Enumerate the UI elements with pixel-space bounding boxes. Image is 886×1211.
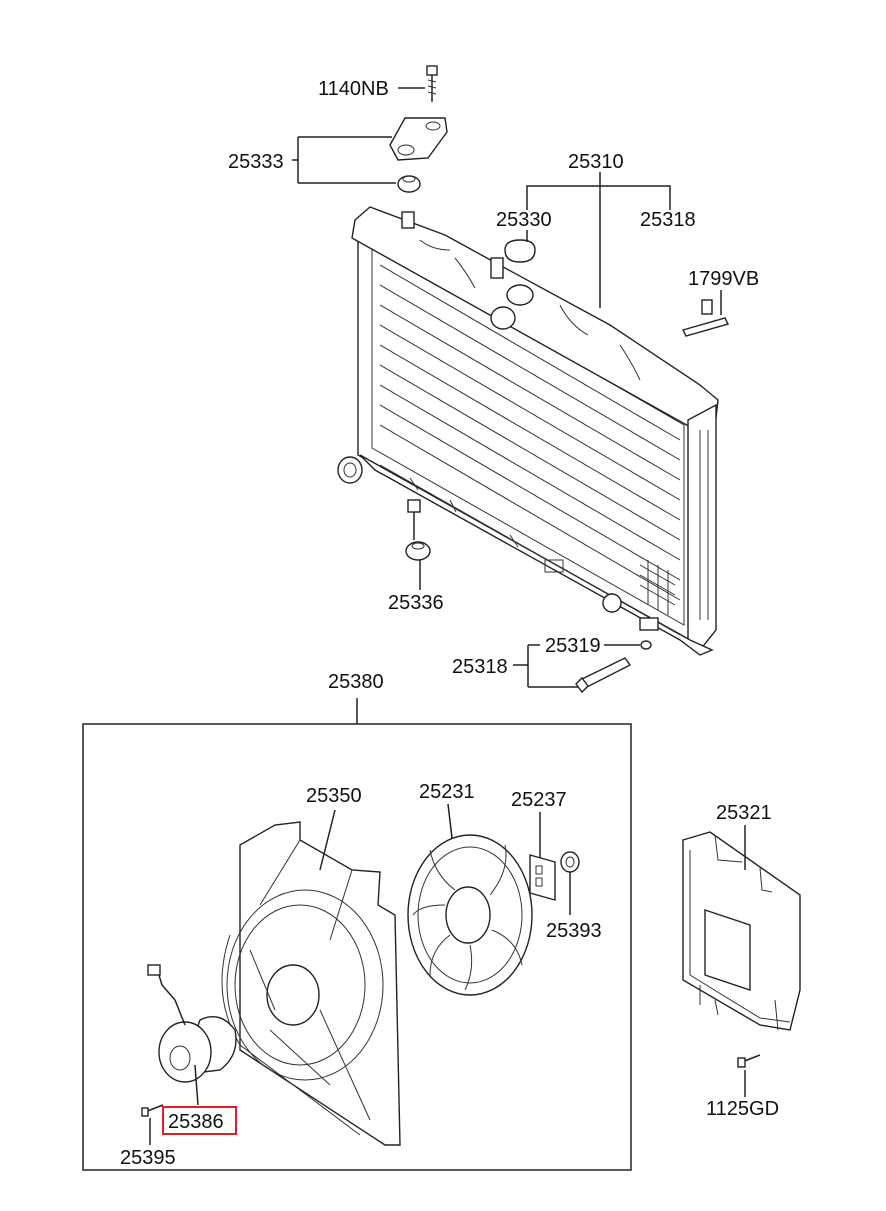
label-25231[interactable]: 25231 — [419, 781, 475, 803]
label-25321[interactable]: 25321 — [716, 802, 772, 824]
label-25395[interactable]: 25395 — [120, 1147, 176, 1169]
clip-1799vb[interactable] — [681, 299, 730, 337]
label-25318-top[interactable]: 25318 — [640, 209, 696, 231]
washer-25393[interactable] — [560, 851, 580, 873]
bracket-25333[interactable] — [389, 117, 448, 161]
label-1140nb[interactable]: 1140NB — [318, 78, 389, 100]
label-1799vb[interactable]: 1799VB — [688, 268, 759, 290]
fan-motor-25386[interactable] — [147, 964, 237, 1083]
bolt-1125gd[interactable] — [737, 1054, 761, 1068]
cover-25321[interactable] — [682, 831, 801, 1031]
label-1125gd[interactable]: 1125GD — [706, 1098, 779, 1120]
label-25318-bottom[interactable]: 25318 — [452, 656, 508, 678]
label-25237[interactable]: 25237 — [511, 789, 567, 811]
label-25336[interactable]: 25336 — [388, 592, 444, 614]
rubber-mount[interactable] — [397, 175, 421, 193]
label-25386[interactable]: 25386 — [168, 1111, 224, 1133]
label-25393[interactable]: 25393 — [546, 920, 602, 942]
label-25330[interactable]: 25330 — [496, 209, 552, 231]
fan-blade-25231[interactable] — [407, 834, 533, 996]
plate-25237[interactable] — [529, 854, 556, 901]
label-25380[interactable]: 25380 — [328, 671, 384, 693]
fan-shroud-25350[interactable] — [221, 821, 401, 1146]
bolt-1140nb[interactable] — [426, 65, 438, 102]
label-25319[interactable]: 25319 — [545, 635, 601, 657]
screw-25395[interactable] — [141, 1104, 164, 1117]
lower-mount-25336[interactable] — [405, 499, 431, 561]
radiator-cap-25330[interactable] — [504, 239, 536, 263]
label-25333[interactable]: 25333 — [228, 151, 284, 173]
highlight-box-25386 — [162, 1106, 237, 1135]
label-25350[interactable]: 25350 — [306, 785, 362, 807]
drain-plug[interactable] — [575, 640, 652, 694]
label-25310[interactable]: 25310 — [568, 151, 624, 173]
radiator[interactable] — [337, 206, 719, 656]
